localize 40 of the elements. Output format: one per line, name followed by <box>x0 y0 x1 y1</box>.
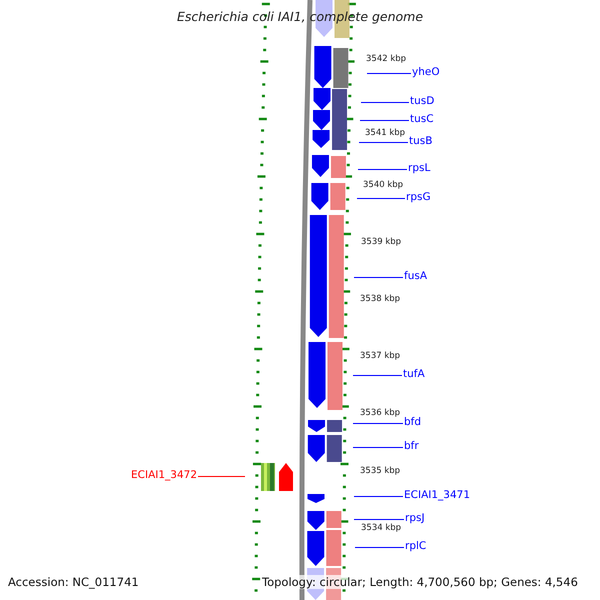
leader-line <box>354 547 404 548</box>
leader-line <box>352 375 402 376</box>
gene-label: rplC <box>405 540 426 553</box>
gene-label: tusB <box>409 135 432 148</box>
position-label: 3538 kbp <box>360 294 400 305</box>
gene-label: rpsJ <box>405 512 425 525</box>
leader-line <box>360 102 410 103</box>
genome-info-text: Accession: NC_011741 <box>8 575 139 589</box>
position-label: 3540 kbp <box>363 180 404 191</box>
leader-line <box>354 496 404 497</box>
gene-label: ECIAI1_3471 <box>404 489 470 502</box>
position-label: 3536 kbp <box>360 408 400 419</box>
leader-line <box>356 198 406 199</box>
gene-label: rpsL <box>408 162 430 175</box>
gene-label: yheO <box>412 66 440 79</box>
leader-line <box>366 73 412 74</box>
gene-label: ECIAI1_3472 <box>131 469 197 482</box>
leader-line <box>352 423 404 424</box>
gene-label: rpsG <box>406 191 431 204</box>
leader-line <box>358 169 408 170</box>
leader-line <box>354 277 404 278</box>
position-label: 3537 kbp <box>360 351 400 362</box>
position-label: 3534 kbp <box>361 523 402 534</box>
leader-line <box>352 447 404 448</box>
position-label: 3542 kbp <box>366 54 406 65</box>
position-label: 3541 kbp <box>365 128 406 139</box>
gene-label: tusD <box>410 95 434 108</box>
position-label: 3539 kbp <box>361 237 402 248</box>
gene-label: bfd <box>404 416 422 429</box>
gene-label: fusA <box>404 270 428 283</box>
gene-label: bfr <box>404 440 419 453</box>
position-label: 3535 kbp <box>360 466 400 477</box>
leader-line <box>198 476 246 477</box>
leader-line <box>358 142 408 143</box>
genome-title: Escherichia coli IAI1, complete genome <box>176 9 424 24</box>
gene-label: tufA <box>403 368 425 381</box>
leader-line <box>360 120 410 121</box>
gene-label: tusC <box>410 113 434 126</box>
leader-line <box>354 519 404 520</box>
genome-info-text: Topology: circular; Length: 4,700,560 bp; Genes: 4,546 <box>262 575 578 589</box>
